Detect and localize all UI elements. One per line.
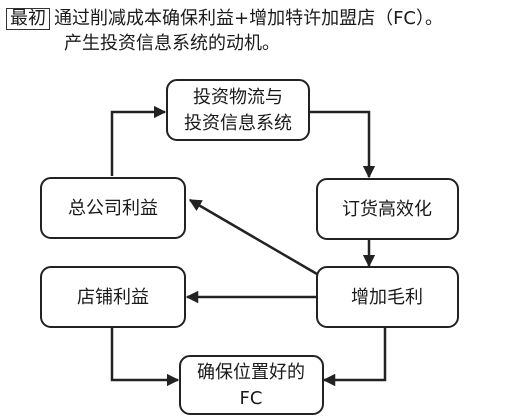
node-store-profit-box [40, 266, 186, 328]
node-location-line2: FC [240, 388, 263, 409]
node-store-profit-label: 店铺利益 [77, 287, 149, 308]
edge-store-to-location [110, 327, 180, 387]
node-store-profit: 店铺利益 [40, 266, 186, 328]
node-hq-profit: 总公司利益 [40, 177, 186, 239]
node-ordering-label: 订货高效化 [342, 199, 432, 220]
node-location-box [179, 355, 324, 415]
node-invest-line2: 投资信息系统 [184, 113, 292, 134]
node-location: 确保位置好的 FC [179, 355, 324, 415]
edge-hq-to-invest [110, 105, 167, 176]
node-margin-label: 增加毛利 [351, 287, 423, 308]
node-location-line1: 确保位置好的 [197, 362, 305, 383]
header-line-1: 最初通过削减成本确保利益+增加特许加盟店（FC）。 [6, 6, 526, 31]
node-ordering: 订货高效化 [316, 178, 459, 240]
header-tag: 最初 [6, 8, 50, 30]
node-hq-profit-box [40, 177, 186, 239]
edge-invest-to-ordering [309, 110, 376, 179]
header: 最初通过削减成本确保利益+增加特许加盟店（FC）。 产生投资信息系统的动机。 [6, 6, 526, 56]
node-invest-box [166, 79, 310, 141]
node-hq-profit-label: 总公司利益 [68, 198, 158, 219]
edge-margin-to-hq [188, 198, 318, 276]
node-invest-line1: 投资物流与 [193, 87, 283, 108]
node-margin: 增加毛利 [316, 266, 459, 328]
edge-margin-to-location [322, 327, 387, 387]
node-ordering-box [316, 178, 459, 240]
node-invest: 投资物流与 投资信息系统 [166, 79, 310, 141]
header-text-1: 通过削减成本确保利益+增加特许加盟店（FC）。 [54, 8, 444, 29]
header-line-2: 产生投资信息系统的动机。 [6, 31, 526, 56]
node-margin-box [316, 266, 459, 328]
header-text-2: 产生投资信息系统的动机。 [64, 33, 280, 54]
